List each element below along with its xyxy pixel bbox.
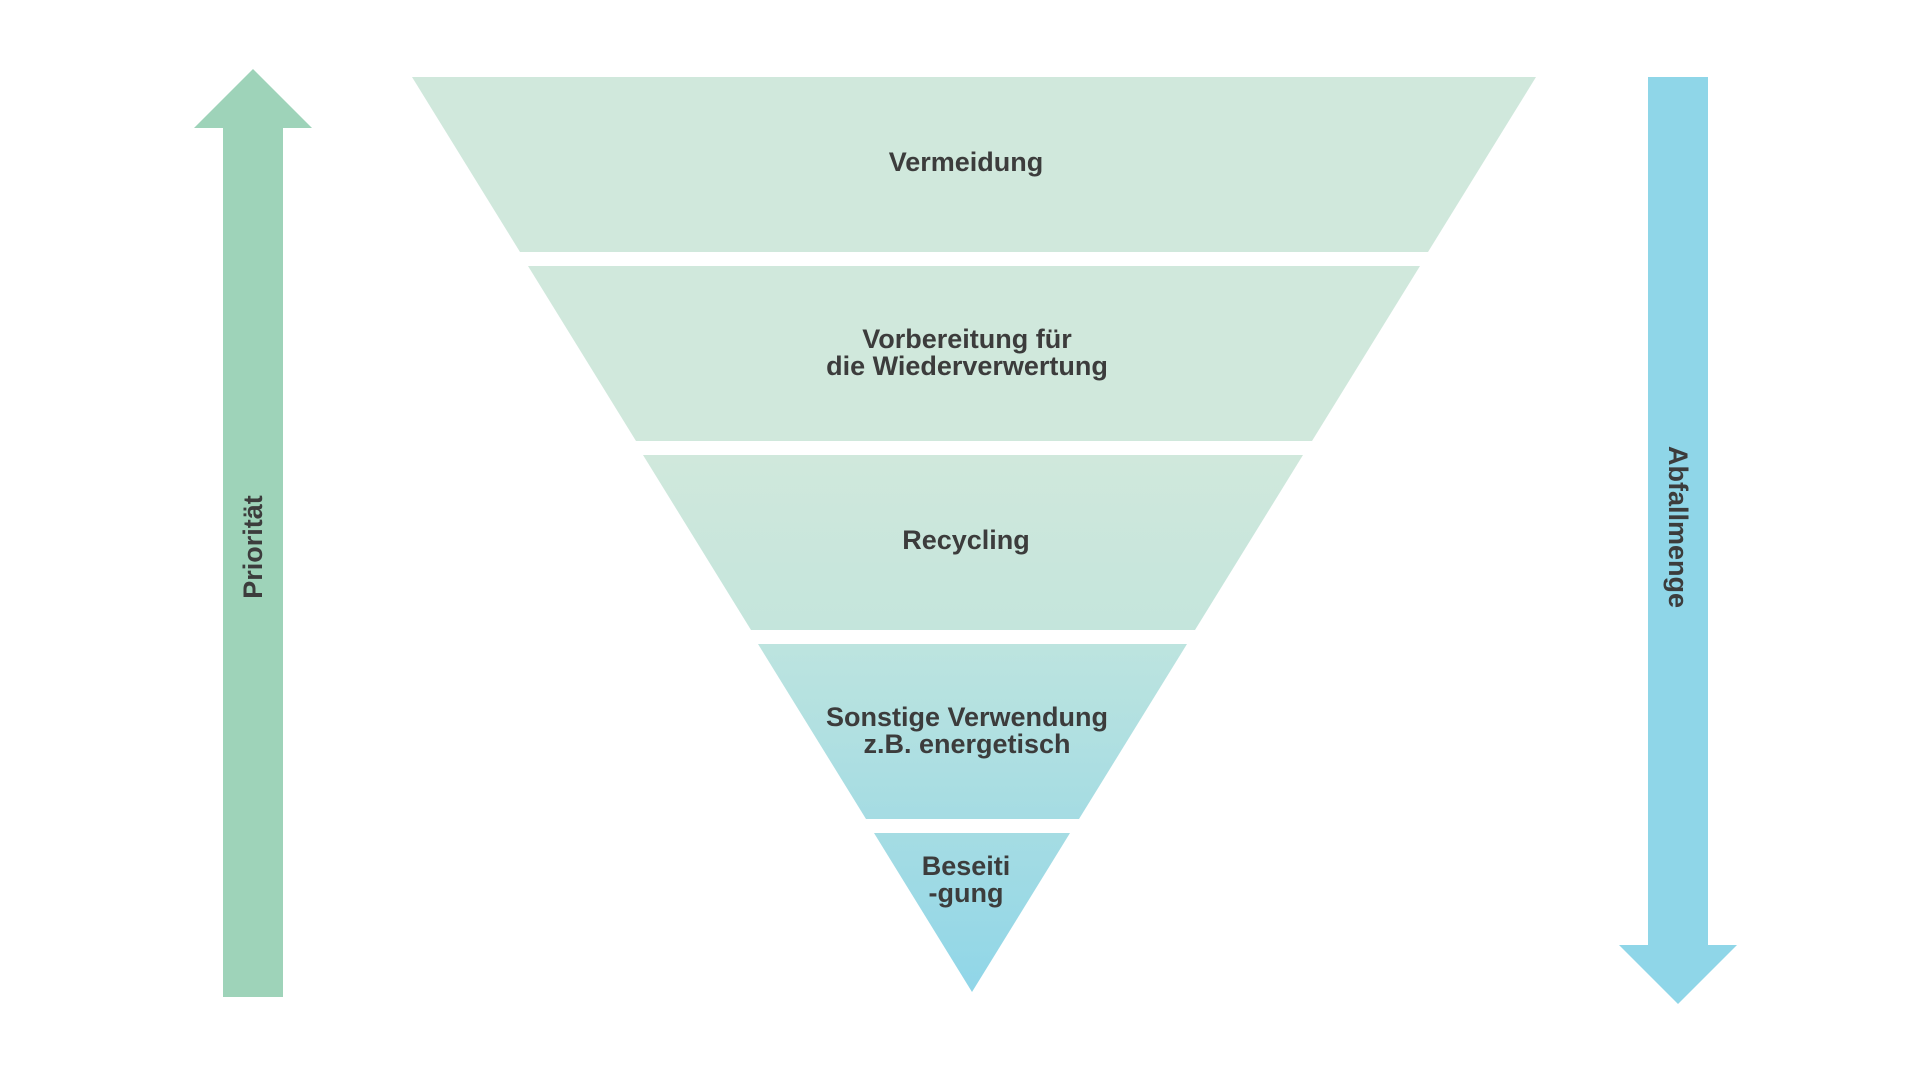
priority-up-arrow bbox=[194, 69, 312, 997]
tier-sonstige-verwendung bbox=[758, 644, 1187, 819]
tier-label-line: Sonstige Verwendung bbox=[825, 702, 1109, 732]
tier-recycling bbox=[643, 455, 1303, 630]
tier-label-beseitigung: Beseiti -gung bbox=[666, 853, 1266, 907]
tier-label-vorbereitung: Vorbereitung für die Wiederverwertung bbox=[667, 326, 1267, 380]
tier-vermeidung bbox=[412, 77, 1536, 252]
waste-amount-down-arrow bbox=[1619, 77, 1737, 1004]
tier-label-line: Vorbereitung für bbox=[862, 324, 1072, 354]
priority-label: Priorität bbox=[238, 495, 268, 599]
tier-label-line: die Wiederverwertung bbox=[826, 351, 1108, 381]
tier-label-line: -gung bbox=[928, 878, 1004, 908]
tier-label-sonstige-verwendung: Sonstige Verwendung z.B. energetisch bbox=[667, 704, 1267, 758]
tier-label-recycling: Recycling bbox=[666, 527, 1266, 554]
tier-label-vermeidung: Vermeidung bbox=[666, 149, 1266, 176]
waste-amount-label: Abfallmenge bbox=[1663, 445, 1693, 609]
tier-label-line: Vermeidung bbox=[888, 147, 1044, 177]
tier-vorbereitung-wiederverwertung bbox=[528, 266, 1420, 441]
tier-label-line: z.B. energetisch bbox=[863, 729, 1071, 759]
tier-label-line: Beseiti bbox=[921, 851, 1011, 881]
tier-beseitigung bbox=[874, 833, 1070, 992]
tier-label-line: Recycling bbox=[902, 525, 1030, 555]
